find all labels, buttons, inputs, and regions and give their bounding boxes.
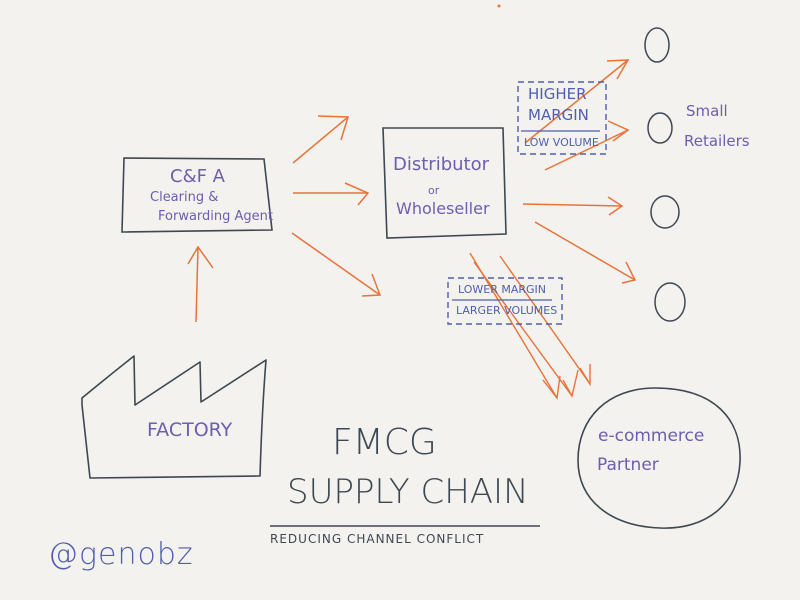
- larger-volumes-label: LARGER VOLUMES: [456, 304, 558, 317]
- lower-margin-label: LOWER MARGIN: [458, 283, 547, 296]
- factory-label: FACTORY: [147, 419, 233, 441]
- retailer-circle-3: [650, 195, 680, 229]
- distributor-box: [382, 127, 507, 239]
- cfa-line1: Clearing &: [150, 190, 219, 205]
- arrow-factory-to-cfa: [187, 245, 214, 323]
- small-retailers-line2: Retailers: [684, 132, 750, 150]
- retailer-circle-2: [647, 112, 673, 144]
- higher-margin-line1: HIGHER: [528, 85, 587, 103]
- retailer-circles: [644, 27, 686, 322]
- low-volume-label: LOW VOLUME: [524, 136, 599, 149]
- title-line2: SUPPLY CHAIN: [287, 472, 529, 512]
- retailer-circle-4: [654, 282, 686, 322]
- title-line1: FMCG: [332, 422, 437, 463]
- arrows-cfa-to-distributor: [291, 115, 382, 297]
- cfa-box: [121, 157, 273, 233]
- small-retailers-line1: Small: [686, 102, 728, 120]
- arrows-distributor-to-ecommerce: [469, 252, 591, 400]
- cfa-abbr: C&F A: [170, 166, 225, 187]
- ecommerce-line1: e-commerce: [598, 426, 705, 446]
- distributor-line2: or: [428, 184, 440, 197]
- distributor-line1: Distributor: [393, 154, 490, 175]
- ecommerce-line2: Partner: [597, 455, 659, 475]
- higher-margin-line2: MARGIN: [528, 106, 589, 124]
- factory-shape: [81, 355, 267, 479]
- higher-margin-box: [517, 81, 607, 155]
- stray-dot: [497, 4, 501, 8]
- retailer-circle-1: [644, 27, 670, 63]
- cfa-line2: Forwarding Agent: [158, 209, 273, 224]
- distributor-line3: Wholeseller: [396, 199, 490, 218]
- arrows-distributor-to-retailers: [522, 59, 637, 284]
- signature: @genobz: [48, 537, 194, 572]
- title-subtitle: REDUCING CHANNEL CONFLICT: [270, 532, 485, 546]
- ecommerce-circle: [577, 387, 741, 529]
